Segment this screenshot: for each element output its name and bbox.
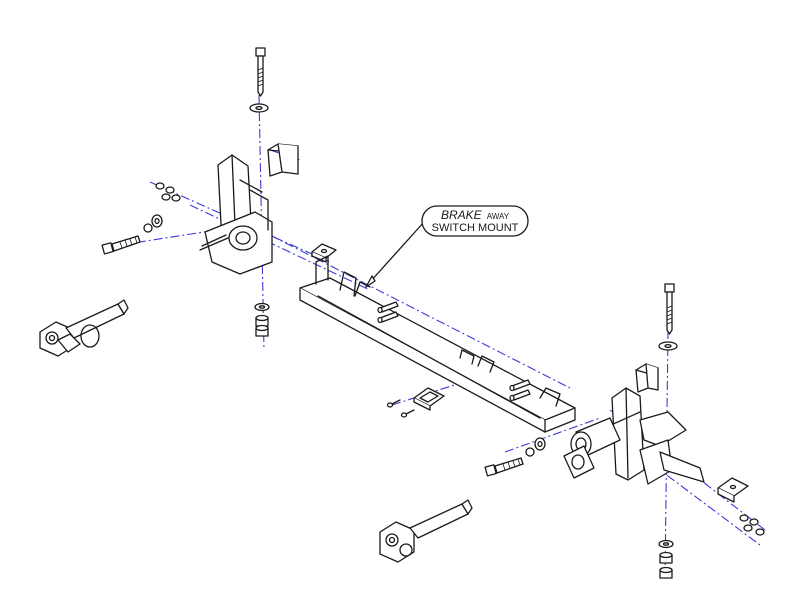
washer-nut-left-lower	[254, 302, 270, 337]
bolt-right-horizontal	[484, 457, 524, 477]
left-mount-bracket	[199, 154, 273, 275]
right-mount-bracket	[599, 387, 705, 485]
washer-left-horizontal	[143, 214, 163, 233]
washer-nut-right-lower	[658, 539, 674, 579]
svg-text:BRAKE AWAY: BRAKE AWAY	[441, 208, 510, 222]
bolt-left-horizontal	[101, 235, 141, 255]
cross-bar-bolts-upper	[377, 301, 399, 324]
washer-right-top	[658, 341, 678, 351]
callout-line1-rest: AWAY	[487, 212, 510, 221]
receiver-tube-right	[563, 417, 621, 479]
square-plate-right	[717, 477, 749, 503]
tow-tab-left	[39, 299, 129, 357]
breakaway-switch-mount-plate	[413, 387, 445, 411]
spacer-bracket-right	[635, 363, 659, 393]
small-screws	[386, 399, 415, 418]
bolt-right-top	[664, 283, 675, 335]
callout-line2: SWITCH MOUNT	[432, 222, 519, 234]
callout-breakaway-switch-mount: BRAKE AWAY SWITCH MOUNT	[365, 205, 529, 288]
bolt-left-top	[255, 47, 266, 97]
washer-left-top	[249, 103, 269, 113]
nut-stack-left-upper	[155, 182, 181, 202]
callout-line1-emphasis: BRAKE	[441, 208, 483, 222]
square-plate-left	[311, 243, 337, 263]
tow-tab-bottom	[379, 499, 473, 563]
cross-bar-bolts-lower	[509, 379, 531, 402]
washer-right-horizontal	[525, 437, 546, 457]
nut-stack-right	[739, 514, 765, 536]
spacer-bracket-left	[267, 143, 299, 177]
main-cross-bar	[299, 255, 576, 433]
